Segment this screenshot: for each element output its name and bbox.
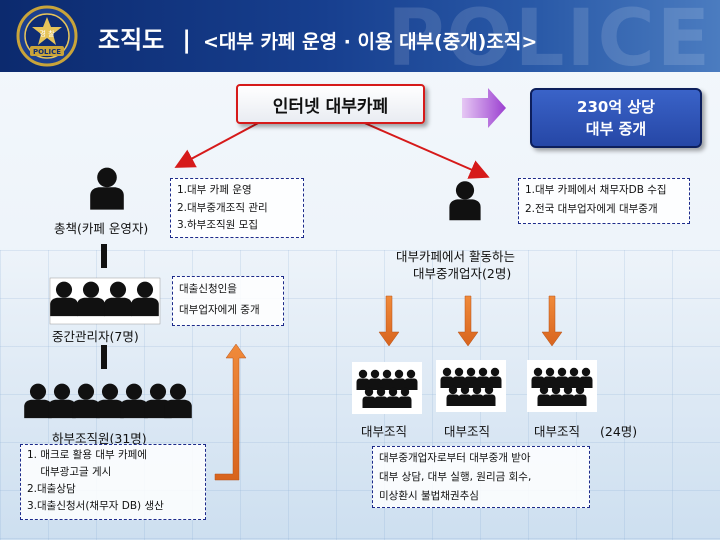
page-subtitle: <대부 카페 운영 · 이용 대부(중개)조직> — [203, 31, 538, 53]
amount-box: 230억 상당 대부 중개 — [530, 88, 702, 148]
center-internet-cafe-box: 인터넷 대부카페 — [236, 84, 425, 124]
boss-note: 3.하부조직원 모집 — [177, 219, 258, 231]
org-note: 대부중개업자로부터 대부중개 받아 — [379, 452, 531, 464]
boss-note: 1.대부 카페 운영 — [177, 184, 252, 196]
arrow-to-boss — [174, 120, 263, 168]
mid-note: 대부업자에게 중개 — [179, 304, 260, 316]
broker-note: 2.전국 대부업자에게 대부중개 — [525, 203, 658, 215]
page-title-main: 조직도 — [98, 26, 165, 54]
lower-member-silhouettes-icon — [24, 383, 192, 419]
org-note: 대부 상담, 대부 실행, 원리금 회수, — [379, 471, 532, 483]
lower-note: 3.대출신청서(채무자 DB) 생산 — [27, 500, 164, 512]
mid-notes-box: 대출신청인을 대부업자에게 중개 — [172, 276, 284, 326]
emblem-text: 경 찰 — [39, 29, 55, 38]
boss-notes-box: 1.대부 카페 운영 2.대부중개조직 관리 3.하부조직원 모집 — [170, 178, 304, 238]
broker-notes-box: 1.대부 카페에서 채무자DB 수집 2.전국 대부업자에게 대부중개 — [518, 178, 690, 224]
org-notes-box: 대부중개업자로부터 대부중개 받아 대부 상담, 대부 실행, 원리금 회수, … — [372, 446, 590, 508]
lower-note: 대부광고글 게시 — [27, 466, 112, 478]
boss-note: 2.대부중개조직 관리 — [177, 202, 268, 214]
mid-manager-silhouettes-icon — [49, 277, 161, 325]
org-group-icon-3 — [527, 360, 597, 412]
arrow-to-broker — [359, 120, 490, 179]
mid-manager-label: 중간관리자(7명) — [52, 329, 139, 344]
boss-silhouette-icon — [90, 167, 124, 210]
broker-label-line-1: 대부카페에서 활동하는 — [396, 249, 515, 264]
lower-member-label: 하부조직원(31명) — [52, 431, 147, 446]
boss-label: 총책(카페 운영자) — [54, 221, 149, 236]
emblem-label: POLICE — [33, 48, 61, 56]
amount-line-1: 230억 상당 — [577, 98, 655, 116]
lower-notes-box: 1. 매크로 활용 대부 카페에 대부광고글 게시 2.대출상담 3.대출신청서… — [20, 444, 206, 520]
arrow-to-amount — [462, 88, 506, 128]
connector-boss-mid — [101, 244, 107, 268]
broker-label-line-2: 대부중개업자(2명) — [413, 266, 512, 281]
org-note: 미상환시 불법채권추심 — [379, 490, 479, 502]
org-group-icon-1 — [352, 362, 422, 414]
header-watermark: POLICE — [387, 0, 712, 72]
page-title: 조직도 | <대부 카페 운영 · 이용 대부(중개)조직> — [98, 20, 537, 55]
connector-mid-low — [101, 345, 107, 369]
arrows-to-orgs — [378, 295, 563, 347]
mid-note: 대출신청인을 — [179, 283, 237, 295]
org-group-icon-2 — [436, 360, 506, 412]
broker-silhouette-icon — [449, 181, 481, 221]
broker-note: 1.대부 카페에서 채무자DB 수집 — [525, 184, 667, 196]
header-banner: POLICE 경 찰 POLICE 조직도 | <대부 카페 운영 · 이용 대부(… — [0, 0, 720, 72]
amount-line-2: 대부 중개 — [585, 120, 647, 138]
arrow-feedback-up — [214, 343, 247, 481]
org-count-label: (24명) — [600, 424, 638, 439]
org-label: 대부조직 — [361, 424, 408, 439]
title-separator: | — [182, 26, 192, 54]
police-emblem-icon: 경 찰 POLICE — [16, 5, 78, 67]
lower-note: 1. 매크로 활용 대부 카페에 — [27, 449, 147, 461]
lower-note: 2.대출상담 — [27, 483, 76, 495]
org-label: 대부조직 — [534, 424, 581, 439]
org-label: 대부조직 — [444, 424, 491, 439]
